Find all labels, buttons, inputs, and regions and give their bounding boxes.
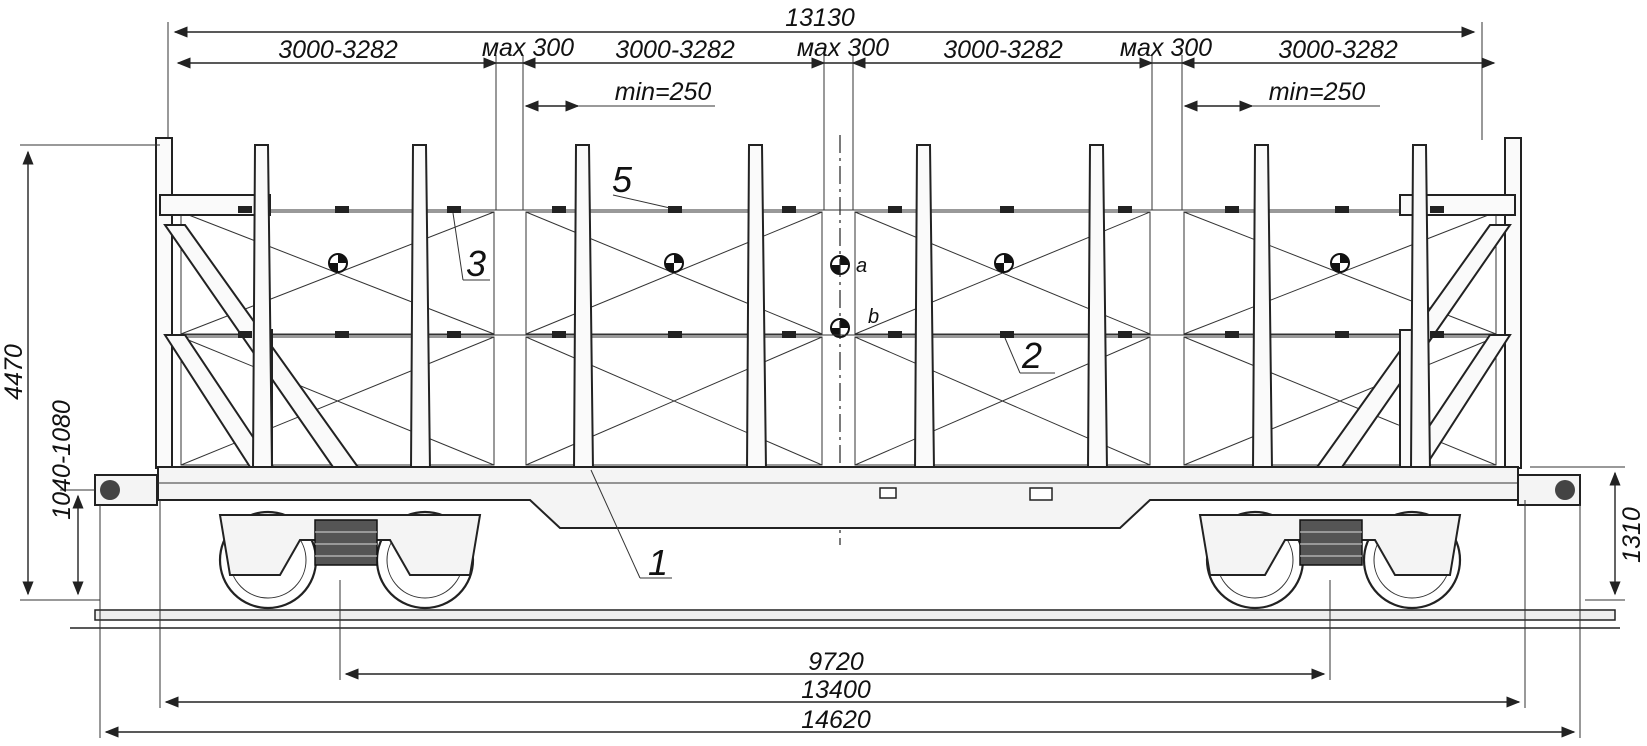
callout-5: 5 (612, 159, 633, 200)
side-dimensions: 4470 1040-1080 1310 (0, 144, 1646, 601)
couplers (94, 474, 1581, 506)
bogie-left (218, 510, 482, 610)
dim-gap-3: мах 300 (1120, 34, 1212, 62)
dim-min-right: min=250 (1269, 78, 1366, 106)
dim-gap-2: мах 300 (797, 34, 889, 62)
dim-overall-top: 13130 (785, 4, 855, 32)
cargo-bays (180, 211, 1497, 466)
callout-3: 3 (466, 243, 486, 284)
dim-min-left: min=250 (615, 78, 712, 106)
tie-wires (181, 209, 1496, 336)
dim-coupler-height: 1040-1080 (48, 400, 76, 520)
track (70, 609, 1620, 629)
dim-bay-4: 3000-3282 (1278, 36, 1398, 64)
callouts: 1 2 3 5 (452, 159, 1055, 583)
dim-gap-1: мах 300 (482, 34, 574, 62)
dim-height-total: 4470 (0, 344, 28, 400)
point-a-label: a (856, 255, 867, 277)
tie-clamps (238, 206, 1444, 338)
dim-frame-height: 1310 (1618, 507, 1646, 563)
dim-bogie-base: 9720 (808, 648, 864, 676)
dim-bay-3: 3000-3282 (943, 36, 1063, 64)
dim-overall-length: 14620 (801, 706, 871, 734)
bottom-dimensions: 9720 13400 14620 (99, 500, 1581, 738)
dim-bay-1: 3000-3282 (278, 36, 398, 64)
callout-1: 1 (648, 542, 668, 583)
dim-frame-length: 13400 (801, 676, 871, 704)
dim-bay-2: 3000-3282 (615, 36, 735, 64)
callout-2: 2 (1021, 335, 1042, 376)
stanchions (251, 144, 1432, 471)
top-dimensions: 13130 3000-3282 мах 300 3000-3282 мах 30… (167, 4, 1496, 210)
bogie-right (1198, 510, 1462, 610)
point-b-label: b (868, 306, 879, 328)
